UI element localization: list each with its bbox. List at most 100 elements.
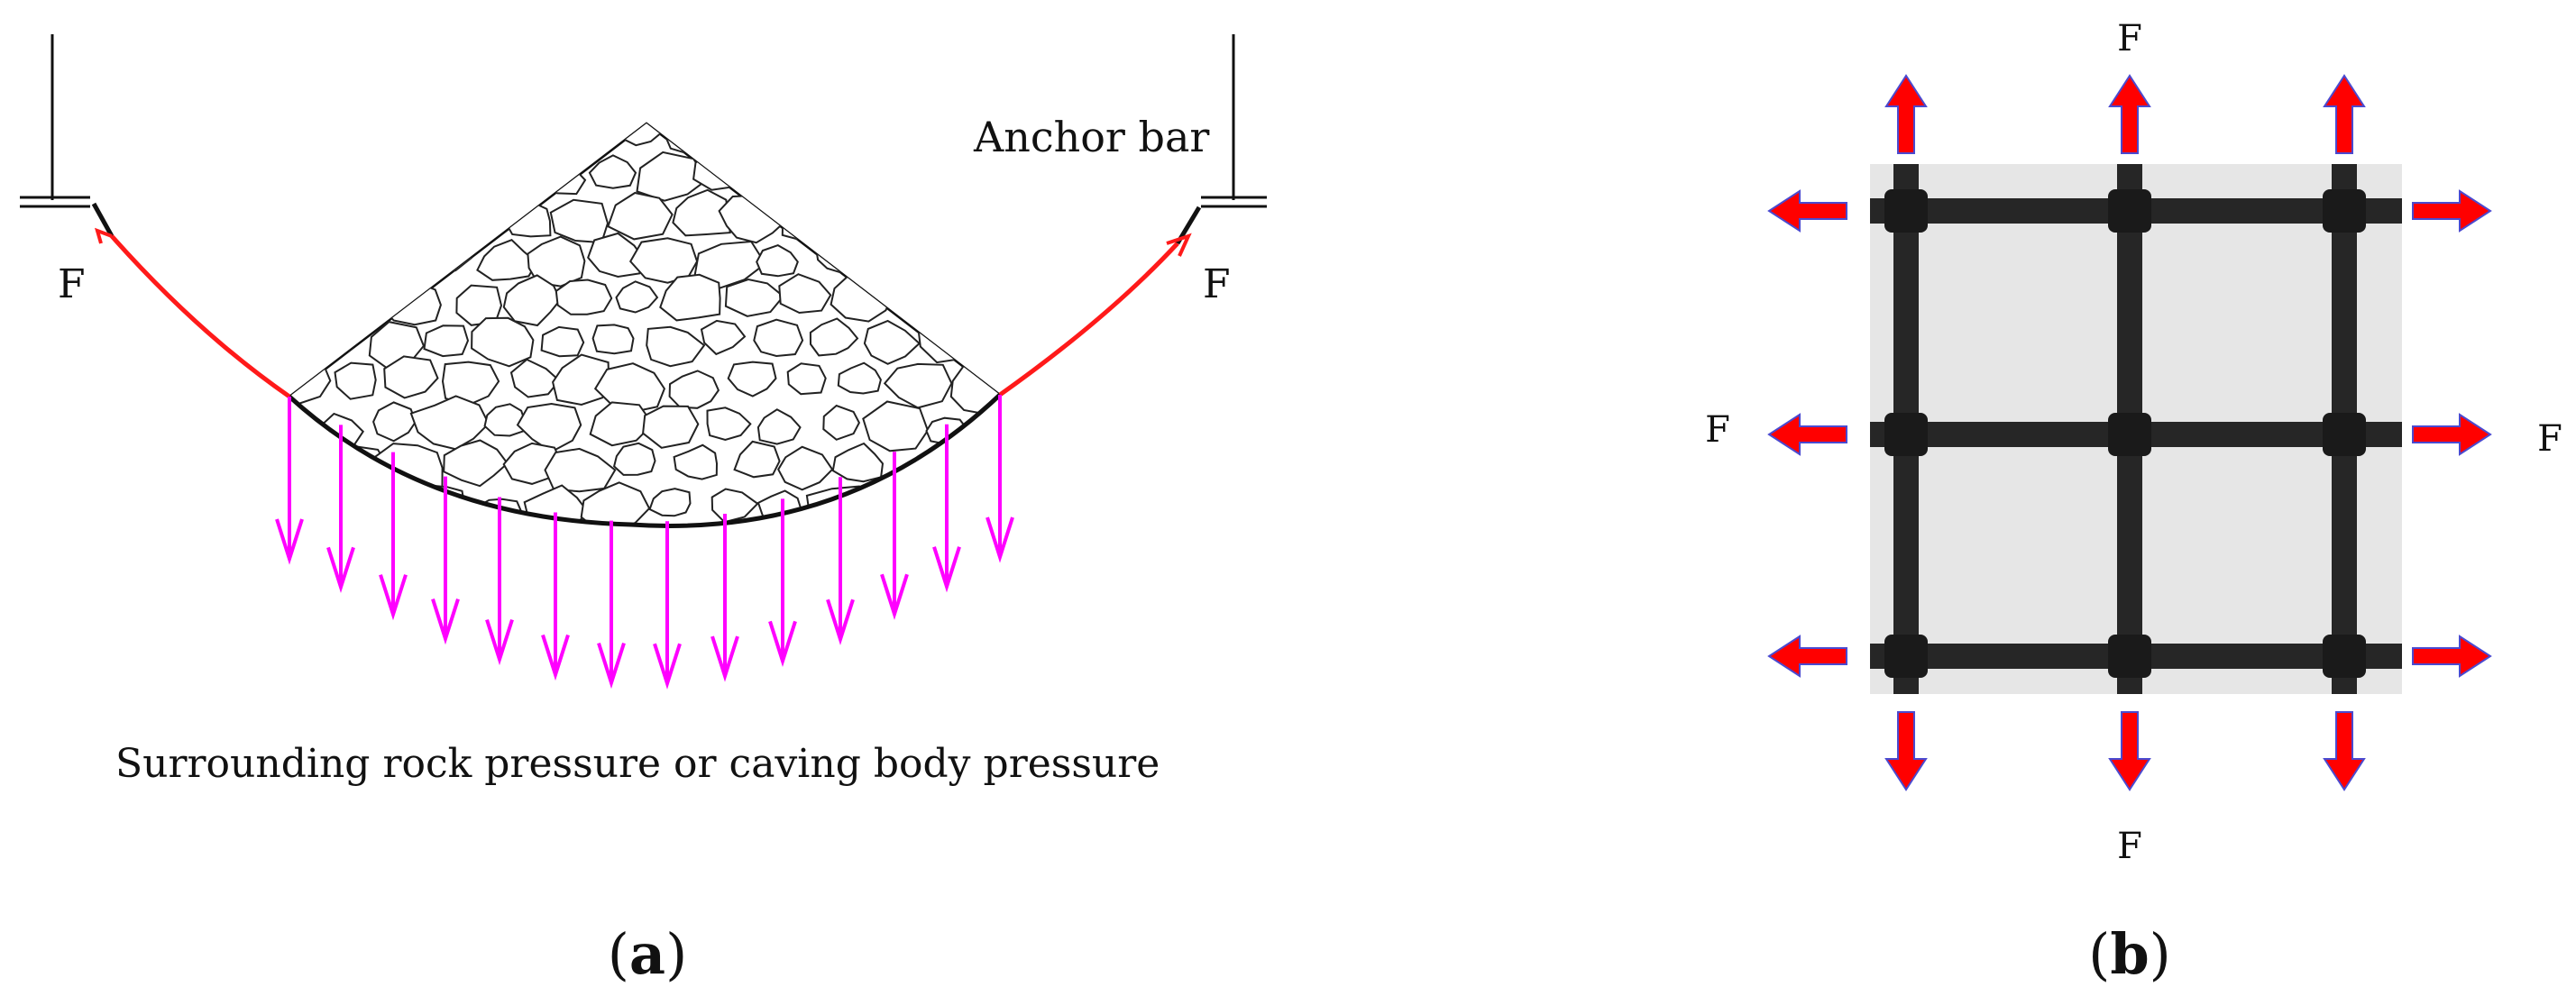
caption-b-open: (: [2088, 921, 2110, 987]
rock-block: [949, 443, 1000, 485]
force-label-left: F: [58, 261, 86, 307]
force-label-left-b: F: [1705, 409, 1730, 451]
rock-block: [589, 401, 655, 447]
rock-block: [370, 161, 414, 192]
rock-block: [373, 484, 420, 523]
rock-block: [483, 403, 526, 437]
rock-block: [837, 361, 882, 395]
pull-arrow-down: [1884, 711, 1928, 791]
pressure-arrow: [275, 397, 304, 565]
rock-block: [331, 288, 378, 321]
tension-arrow-right: [1166, 233, 1192, 257]
rock-block: [756, 244, 799, 278]
rock-block: [615, 280, 659, 314]
pull-arrows: [1767, 74, 2492, 791]
pull-arrow-up: [1884, 74, 1928, 154]
rock-block: [662, 123, 729, 157]
rock-block: [289, 432, 347, 485]
pressure-arrow: [431, 476, 460, 645]
rock-block: [951, 195, 1000, 247]
pressure-arrow: [710, 514, 739, 682]
pull-arrow-up: [2323, 74, 2366, 154]
rock-block: [607, 191, 674, 241]
rock-block: [588, 154, 637, 189]
rock-block: [863, 240, 914, 277]
pull-arrow-right: [2412, 189, 2492, 233]
rock-block: [962, 490, 1000, 526]
caving-rock-body: [289, 122, 1001, 526]
rock-block: [383, 205, 435, 240]
caption-a-open: (: [608, 921, 629, 987]
rock-block: [822, 404, 861, 441]
rock-block: [423, 324, 470, 358]
rock-block: [733, 440, 781, 479]
rock-block: [856, 160, 916, 198]
rock-block: [555, 279, 613, 315]
pressure-arrows: [275, 395, 1014, 690]
rock-block: [502, 274, 562, 327]
rock-block: [672, 188, 731, 237]
rock-block: [778, 273, 832, 315]
rock-block: [967, 237, 1000, 284]
caption-b-close: ): [2150, 921, 2171, 987]
rock-block: [409, 153, 469, 200]
pull-arrow-left: [1767, 635, 1847, 678]
rock-block: [335, 123, 393, 148]
geogrid-junctions: [1884, 189, 2366, 678]
rock-block: [732, 123, 777, 155]
tension-arrow-left: [94, 227, 113, 244]
rock-block: [895, 123, 943, 154]
pull-arrow-down: [2108, 711, 2151, 791]
rock-block: [823, 160, 866, 193]
panel-b-geogrid-tension: F F F F (b): [1705, 18, 2562, 987]
pressure-label: Surrounding rock pressure or caving body…: [115, 741, 1160, 787]
rock-block: [612, 442, 656, 476]
rock-block: [862, 400, 930, 452]
rock-block: [538, 164, 587, 196]
rock-block: [648, 488, 692, 517]
rock-block: [334, 361, 377, 400]
rock-block: [516, 402, 582, 453]
rock-block: [429, 123, 508, 165]
rock-block: [831, 442, 885, 483]
pressure-arrow: [932, 424, 961, 593]
rock-block: [692, 151, 747, 191]
force-label-top: F: [2117, 18, 2142, 59]
force-label-right: F: [1203, 261, 1231, 307]
rock-block: [642, 405, 700, 449]
rock-block: [476, 239, 538, 281]
caption-b: (b): [2088, 921, 2171, 987]
rock-block: [352, 230, 417, 277]
rock-block: [724, 278, 785, 317]
rock-block: [302, 480, 362, 526]
rock-block: [887, 190, 943, 236]
rock-block: [441, 361, 500, 407]
pressure-arrow: [826, 477, 855, 645]
rock-block: [777, 445, 834, 491]
rock-block: [897, 284, 953, 323]
caption-a-letter: a: [629, 921, 665, 987]
rock-block: [503, 200, 552, 238]
rock-block: [700, 319, 747, 356]
rock-block: [289, 319, 311, 358]
rock-block: [668, 370, 720, 409]
rock-block: [756, 408, 802, 445]
mesh-curve: [91, 202, 1202, 528]
pull-arrow-left: [1767, 189, 1847, 233]
rock-block: [913, 235, 974, 282]
rock-block: [673, 443, 719, 480]
rock-block: [289, 279, 344, 328]
rock-block: [544, 447, 617, 493]
rock-block: [646, 325, 706, 368]
rock-block: [693, 240, 767, 289]
rock-block: [325, 445, 389, 489]
rock-block: [509, 358, 561, 398]
rock-block: [843, 197, 888, 233]
rock-block: [476, 157, 526, 193]
pull-arrow-left: [1767, 413, 1847, 456]
pressure-arrow: [985, 395, 1014, 563]
anchor-bar-label: Anchor bar: [973, 113, 1209, 161]
rock-block: [922, 155, 985, 206]
caption-a: (a): [608, 921, 688, 987]
